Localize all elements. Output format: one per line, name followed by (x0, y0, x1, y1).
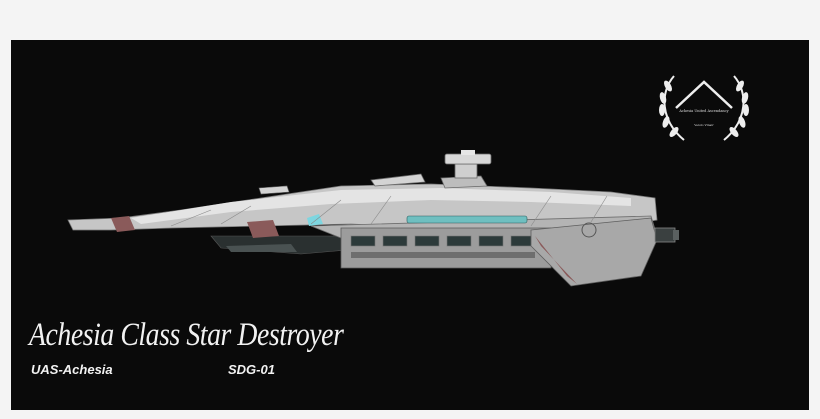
laurel-leaves (659, 80, 749, 137)
artwork-panel: Achesia United Ascendancy Vendo Vinair A… (11, 40, 809, 410)
thruster-tip (673, 230, 679, 240)
ship-class-title: Achesia Class Star Destroyer (29, 317, 344, 353)
star-destroyer-illustration (67, 150, 679, 287)
hangar-bays (350, 235, 536, 258)
ship-designation: SDG-01 (228, 362, 275, 377)
cockpit-light (307, 214, 323, 226)
laurel-wreath-icon (663, 75, 745, 141)
forward-superstructure (370, 173, 426, 187)
hull-emblem-circle (581, 222, 597, 238)
emblem-line2: Vendo Vinair (693, 123, 714, 127)
chevron-emblem-icon (675, 80, 733, 109)
bridge-tower (454, 163, 478, 179)
bridge-top (444, 153, 492, 165)
bridge-sensor (461, 150, 475, 155)
panel-lines (170, 195, 608, 227)
red-marking-mid (247, 220, 279, 238)
undercarriage-fins (226, 244, 297, 252)
ascendancy-emblem: Achesia United Ascendancy Vendo Vinair (659, 75, 749, 141)
ship-name: UAS-Achesia (31, 362, 113, 377)
window-strip (406, 215, 528, 224)
emblem-line1: Achesia United Ascendancy (678, 109, 728, 113)
thruster (654, 227, 676, 243)
prow-sensor (258, 185, 290, 195)
hull-lower-bay (340, 227, 552, 269)
red-marking-front (111, 216, 135, 232)
engine-block (530, 217, 658, 287)
hull-highlight (131, 188, 631, 224)
